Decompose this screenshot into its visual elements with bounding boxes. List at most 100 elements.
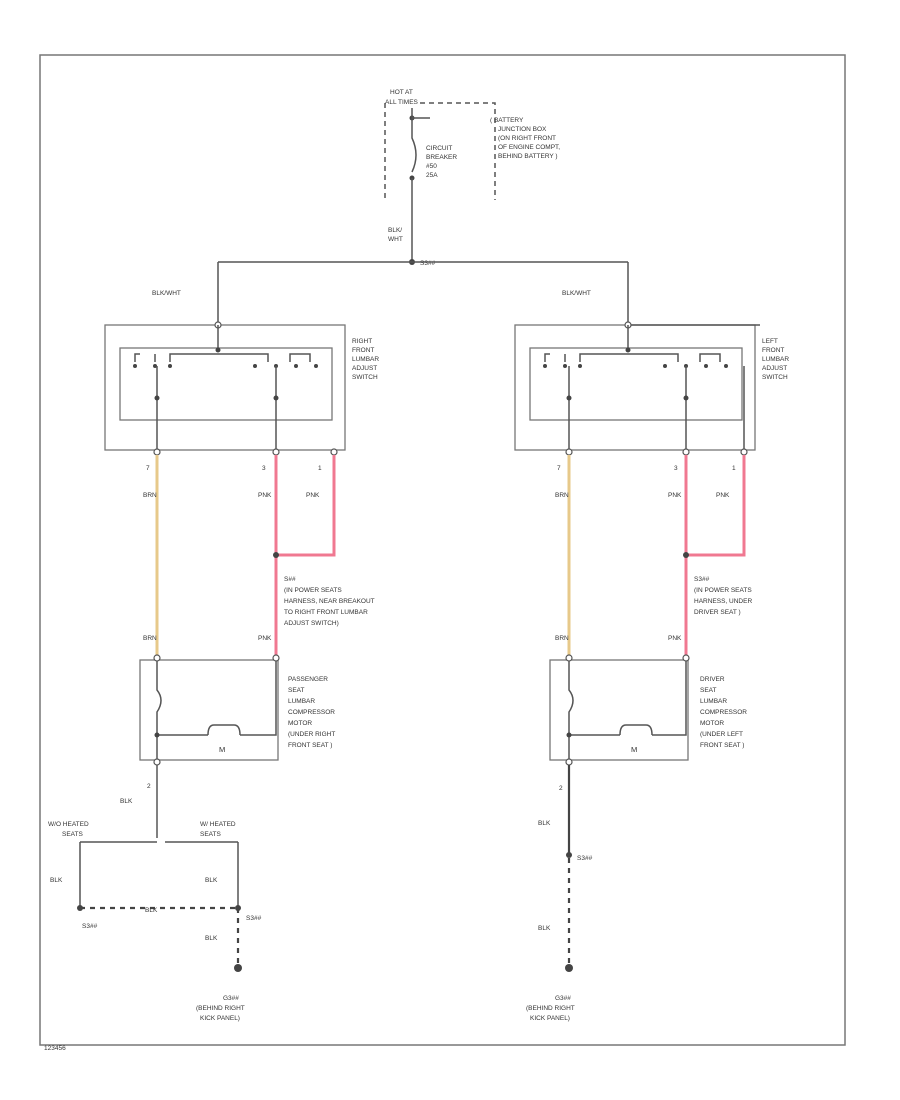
junction-label-1: ( BATTERY <box>490 117 524 124</box>
driver-motor-pin-b <box>682 654 690 662</box>
left-pin-3-label: 3 <box>674 465 678 472</box>
left-switch-label-1: LEFT <box>762 338 778 345</box>
driver-final-wire-label: BLK <box>538 925 551 932</box>
driver-motor-label-4: COMPRESSOR <box>700 709 747 716</box>
left-brn-label: BRN <box>555 492 569 499</box>
driver-ground-splice-label: S3## <box>577 855 593 862</box>
contact <box>704 364 708 368</box>
left-switch-inner <box>529 347 743 421</box>
power-feed: HOT AT ALL TIMES CIRCUIT BREAKER #50 25A… <box>152 89 629 322</box>
driver-motor-pin-a <box>565 654 573 662</box>
passenger-lumbar-motor: M PASSENGER SEAT LUMBAR COMPRESSOR MOTOR… <box>139 654 335 766</box>
left-pnk-label-2: PNK <box>716 492 730 499</box>
contact <box>133 364 137 368</box>
right-switch-common <box>215 347 221 353</box>
driver-motor-icon <box>619 724 653 736</box>
driver-lumbar-motor: M DRIVER SEAT LUMBAR COMPRESSOR MOTOR (U… <box>549 654 747 766</box>
right-switch-internal-leads <box>156 366 277 452</box>
ground-final-wire-label: BLK <box>205 935 218 942</box>
right-pnk-jumper-wire <box>276 455 336 557</box>
driver-motor-label-1: DRIVER <box>700 676 725 683</box>
driver-ground-point <box>565 964 573 972</box>
passenger-ground-label-2: KICK PANEL) <box>200 1015 240 1022</box>
right-brn-label: BRN <box>143 492 157 499</box>
driver-motor-label-7: FRONT SEAT ) <box>700 742 744 749</box>
passenger-motor-pin-b <box>272 654 280 662</box>
power-bus <box>217 261 629 322</box>
hot-at-label: HOT AT <box>390 89 413 96</box>
contact <box>566 395 572 401</box>
junction-label-5: BEHIND BATTERY ) <box>498 153 558 160</box>
left-switch-contacts <box>544 353 721 362</box>
feed-color-label-2: WHT <box>388 236 403 243</box>
left-motor-brn-label: BRN <box>555 635 569 642</box>
junction-label-3: (ON RIGHT FRONT <box>498 135 556 142</box>
right-motor-brn-label: BRN <box>143 635 157 642</box>
right-option-wire-label: BLK <box>205 877 218 884</box>
driver-ground-pin-label: 2 <box>559 785 563 792</box>
passenger-ground-wire-label: BLK <box>120 798 133 805</box>
contact <box>168 364 172 368</box>
passenger-ground-pin-label: 2 <box>147 783 151 790</box>
passenger-motor-label-5: MOTOR <box>288 720 312 727</box>
passenger-motor-label-6: (UNDER RIGHT <box>288 731 335 738</box>
right-switch-label-5: SWITCH <box>352 374 378 381</box>
passenger-motor-label-3: LUMBAR <box>288 698 315 705</box>
without-heated-label-1: W/O HEATED <box>48 821 89 828</box>
contact <box>543 364 547 368</box>
contact <box>253 364 257 368</box>
left-motor-pnk-label: PNK <box>668 635 682 642</box>
branch-left-label: BLK/WHT <box>562 290 591 297</box>
right-splice-label-3: HARNESS, NEAR BREAKOUT <box>284 598 375 605</box>
right-motor-pnk-label: PNK <box>258 635 272 642</box>
with-heated-label-1: W/ HEATED <box>200 821 236 828</box>
right-splice-label-1: S## <box>284 576 296 583</box>
breaker-label-4: 25A <box>426 172 438 179</box>
left-lumbar-switch: LEFT FRONT LUMBAR ADJUST SWITCH 7 3 1 <box>514 321 789 472</box>
with-heated-label-2: SEATS <box>200 831 221 838</box>
junction-box-outline <box>384 102 496 200</box>
right-switch-label-2: FRONT <box>352 347 374 354</box>
breaker-label-1: CIRCUIT <box>426 145 452 152</box>
ground-splice-right-label: S3## <box>246 915 262 922</box>
feed-color-label-1: BLK/ <box>388 227 402 234</box>
hot-at-times-label: ALL TIMES <box>385 99 419 106</box>
circuit-breaker-icon <box>411 118 417 173</box>
right-switch-housing <box>104 324 346 451</box>
right-switch-inner <box>119 347 333 421</box>
passenger-motor-pin-a <box>153 654 161 662</box>
right-pnk-splice-dot <box>273 552 279 558</box>
right-splice-label-4: TO RIGHT FRONT LUMBAR <box>284 609 368 616</box>
passenger-motor-label-2: SEAT <box>288 687 305 694</box>
right-pin-7-label: 7 <box>146 465 150 472</box>
left-switch-internal-leads <box>568 366 745 452</box>
passenger-motor-icon <box>207 724 241 736</box>
passenger-ground-label-1: (BEHIND RIGHT <box>196 1005 245 1012</box>
left-switch-label-4: ADJUST <box>762 365 787 372</box>
ground-splice-left-label: S3## <box>82 923 98 930</box>
driver-ground-label-2: KICK PANEL) <box>530 1015 570 1022</box>
footer-code: 123456 <box>44 1045 66 1052</box>
left-switch-label-3: LUMBAR <box>762 356 789 363</box>
left-switch-pin-7 <box>565 448 573 456</box>
left-splice-label-4: DRIVER SEAT ) <box>694 609 741 616</box>
junction-label-2: JUNCTION BOX <box>498 126 547 133</box>
left-option-wire-label: BLK <box>50 877 63 884</box>
left-pin-1-label: 1 <box>732 465 736 472</box>
breaker-label-3: #50 <box>426 163 437 170</box>
left-pnk-jumper-wire <box>686 455 746 557</box>
right-switch-label-3: LUMBAR <box>352 356 379 363</box>
branch-right-label: BLK/WHT <box>152 290 181 297</box>
right-switch-label-1: RIGHT <box>352 338 372 345</box>
right-switch-pin-3 <box>272 448 280 456</box>
contact <box>153 364 157 368</box>
breaker-label-2: BREAKER <box>426 154 457 161</box>
driver-ground-label-1: (BEHIND RIGHT <box>526 1005 575 1012</box>
passenger-ground-point <box>234 964 242 972</box>
driver-motor-housing <box>549 659 689 761</box>
driver-motor-label-6: (UNDER LEFT <box>700 731 743 738</box>
right-pin-3-label: 3 <box>262 465 266 472</box>
left-switch-pin-1 <box>740 448 748 456</box>
passenger-motor-label-4: COMPRESSOR <box>288 709 335 716</box>
